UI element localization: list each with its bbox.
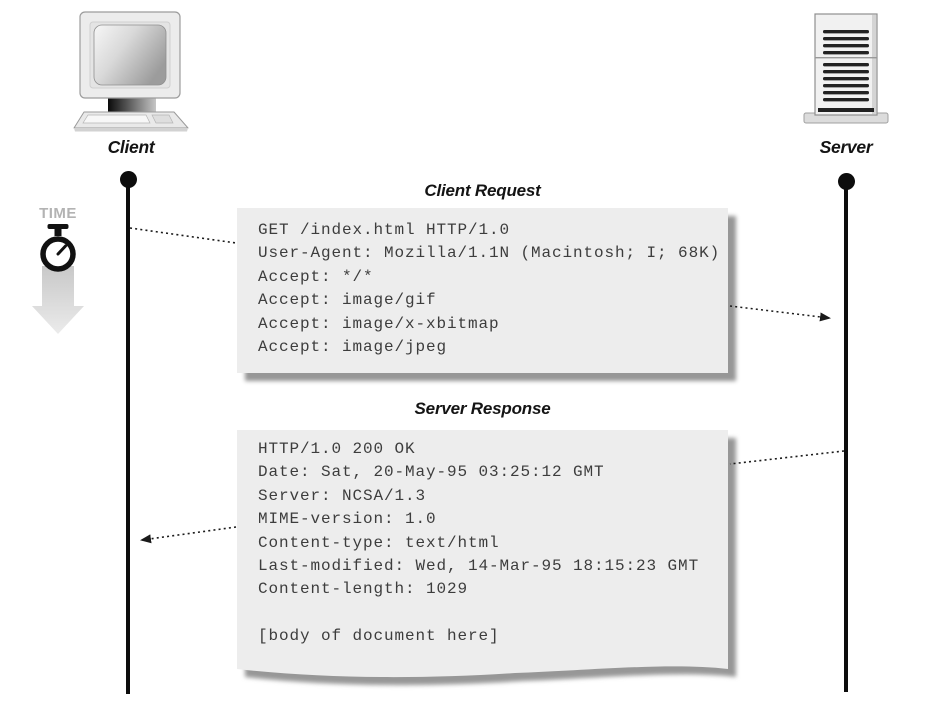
request-line: Accept: image/jpeg <box>258 337 448 356</box>
response-line: Server: NCSA/1.3 <box>258 486 427 505</box>
client-node-label: Client <box>107 137 155 157</box>
request-line: Accept: image/gif <box>258 291 437 310</box>
response-line: MIME-version: 1.0 <box>258 510 437 529</box>
response-line: Last-modified: Wed, 14-Mar-95 18:15:23 G… <box>258 556 700 575</box>
request-message: GET /index.html HTTP/1.0 User-Agent: Moz… <box>237 208 728 361</box>
down-arrow-icon <box>32 266 84 334</box>
server-timeline <box>844 180 848 692</box>
response-line: Content-length: 1029 <box>258 580 469 599</box>
response-line: [body of document here] <box>258 627 500 646</box>
desktop-computer-icon <box>73 11 189 132</box>
server-node-label: Server <box>819 137 873 157</box>
request-line: Accept: */* <box>258 267 374 286</box>
response-line-blank <box>258 604 749 627</box>
response-to-client-arrow <box>140 526 237 544</box>
response-line: HTTP/1.0 200 OK <box>258 440 416 458</box>
request-box-title: Client Request <box>424 181 541 200</box>
response-box <box>237 430 736 686</box>
server-tower-icon <box>803 13 889 124</box>
client-timeline <box>126 178 130 694</box>
response-line: Content-type: text/html <box>258 533 500 552</box>
request-line: User-Agent: Mozilla/1.1N (Macintosh; I; … <box>258 244 721 263</box>
client-to-request-arrow <box>129 227 237 244</box>
server-timeline-dot <box>838 173 855 190</box>
request-to-server-arrow <box>729 305 831 322</box>
response-line: Date: Sat, 20-May-95 03:25:12 GMT <box>258 463 605 482</box>
request-box: GET /index.html HTTP/1.0 User-Agent: Moz… <box>237 208 728 373</box>
response-box-title: Server Response <box>414 399 551 418</box>
request-line: GET /index.html HTTP/1.0 <box>258 221 511 239</box>
stopwatch-icon <box>40 224 76 272</box>
request-line: Accept: image/x-xbitmap <box>258 314 500 333</box>
response-message: HTTP/1.0 200 OK Date: Sat, 20-May-95 03:… <box>237 430 749 651</box>
client-timeline-dot <box>120 171 137 188</box>
time-axis-label: TIME <box>39 205 77 222</box>
